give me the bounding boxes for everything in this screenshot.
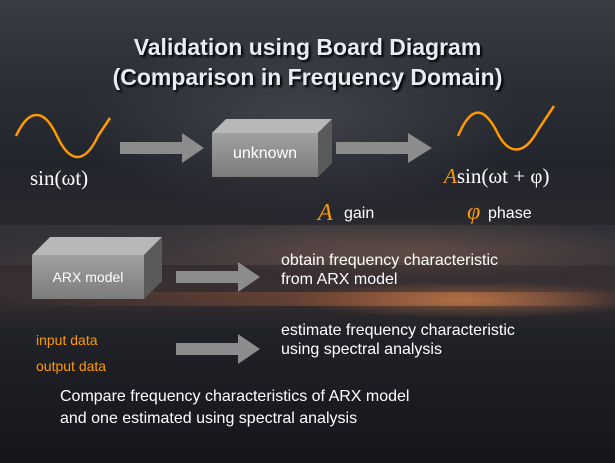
- arx-box-side: [144, 237, 162, 299]
- phase-label: phase: [488, 205, 532, 222]
- output-signal-label: Asin(ωt + φ): [444, 164, 549, 189]
- arx-box-label: ARX model: [32, 255, 144, 299]
- right-arrow-icon: [120, 133, 204, 163]
- output-signal-expression: sin(ωt + φ): [456, 164, 550, 188]
- slide-title-line1: Validation using Board Diagram: [133, 34, 482, 60]
- unknown-box-side: [318, 119, 332, 177]
- input-signal-label: sin(ωt): [30, 166, 89, 190]
- output-sine-wave-icon: [456, 105, 556, 151]
- phase-symbol: φ: [467, 199, 481, 225]
- gain-label: gain: [344, 205, 375, 222]
- gain-symbol: A: [318, 200, 333, 226]
- arx-description-line1: obtain frequency characteristic: [281, 252, 498, 269]
- spectral-description-line2: using spectral analysis: [281, 341, 442, 358]
- unknown-box-label: unknown: [212, 133, 318, 177]
- spectral-description-line1: estimate frequency characteristic: [281, 322, 515, 339]
- conclusion-line2: and one estimated using spectral analysi…: [60, 410, 358, 427]
- output-data-label: output data: [36, 358, 107, 374]
- right-arrow-icon: [176, 262, 260, 292]
- unknown-box-top: [212, 119, 332, 133]
- slide-title-line2: (Comparison in Frequency Domain): [112, 64, 503, 90]
- input-data-label: input data: [36, 332, 98, 348]
- right-arrow-icon: [336, 133, 432, 163]
- output-amplitude-symbol: A: [444, 164, 457, 188]
- input-sine-wave-icon: [14, 114, 112, 158]
- right-arrow-icon: [176, 334, 260, 364]
- conclusion-line1: Compare frequency characteristics of ARX…: [60, 388, 410, 405]
- arx-description-line2: from ARX model: [281, 271, 398, 288]
- arx-box-top: [32, 237, 162, 255]
